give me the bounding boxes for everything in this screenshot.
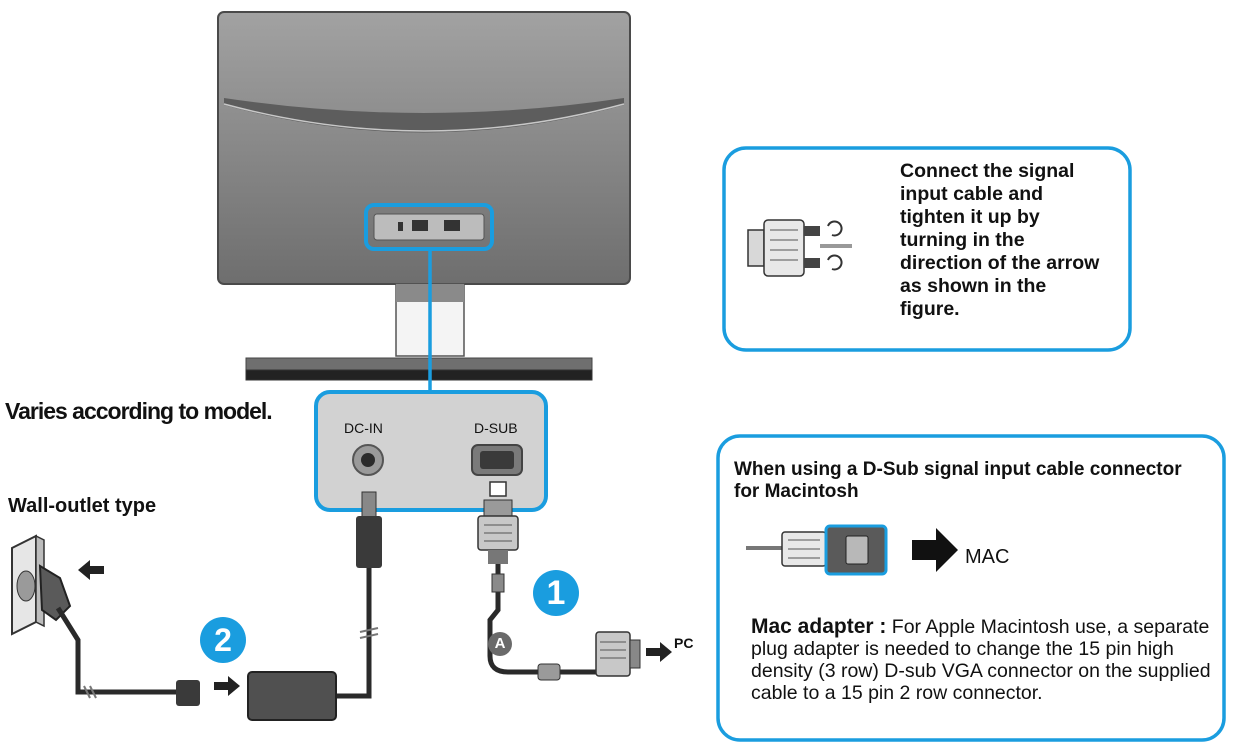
d-sub-port-label: D-SUB [474, 420, 518, 436]
port-panel [314, 390, 548, 512]
dc-in-port-label: DC-IN [344, 420, 383, 436]
tip-instruction-text: Connect the signal input cable and tight… [900, 160, 1100, 320]
mac-adapter-body: For Apple Macintosh use, a separate plug… [751, 616, 1211, 704]
connector-tighten-icon [747, 219, 852, 277]
power-adapter-brick [247, 671, 337, 721]
monitor-back [217, 11, 631, 285]
wall-outlet [11, 534, 240, 706]
step-2-badge: 2 [200, 617, 246, 663]
varies-by-model-label: Varies according to model. [5, 398, 273, 424]
dsub-cable [477, 499, 672, 681]
wall-outlet-type-label: Wall-outlet type [8, 495, 157, 517]
mac-label: MAC [965, 546, 1010, 568]
mac-adapter-lead: Mac adapter : [751, 615, 887, 638]
step-1-badge: 1 [533, 570, 579, 616]
mac-adapter-icon [746, 524, 958, 576]
mac-adapter-callout-box [716, 434, 1226, 742]
monitor-stand [245, 283, 593, 381]
pc-label: PC [674, 635, 694, 651]
mac-box-title: When using a D-Sub signal input cable co… [734, 459, 1182, 502]
cable-a-badge: A [488, 632, 512, 656]
tip-callout-box [722, 146, 1132, 352]
dc-cable [298, 491, 382, 699]
mac-adapter-description: Mac adapter : For Apple Macintosh use, a… [751, 615, 1221, 705]
